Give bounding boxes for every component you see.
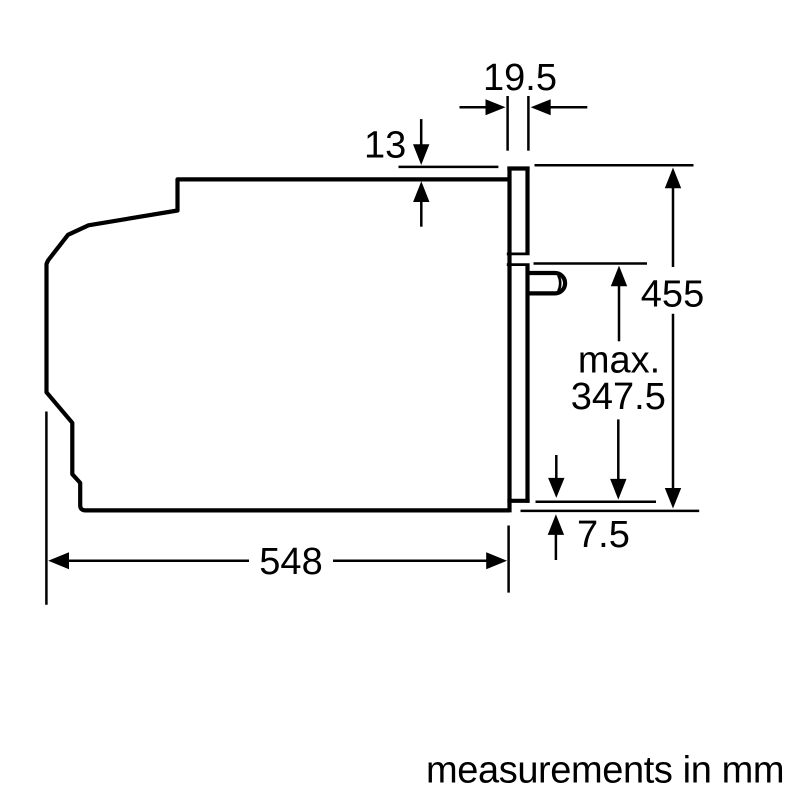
svg-text:19.5: 19.5	[483, 57, 557, 99]
svg-text:347.5: 347.5	[571, 376, 666, 418]
svg-text:measurements in mm: measurements in mm	[426, 750, 784, 792]
svg-text:max.: max.	[578, 339, 660, 381]
svg-text:7.5: 7.5	[577, 514, 630, 556]
svg-text:548: 548	[259, 541, 322, 583]
svg-text:13: 13	[364, 124, 406, 166]
svg-text:455: 455	[641, 273, 704, 315]
